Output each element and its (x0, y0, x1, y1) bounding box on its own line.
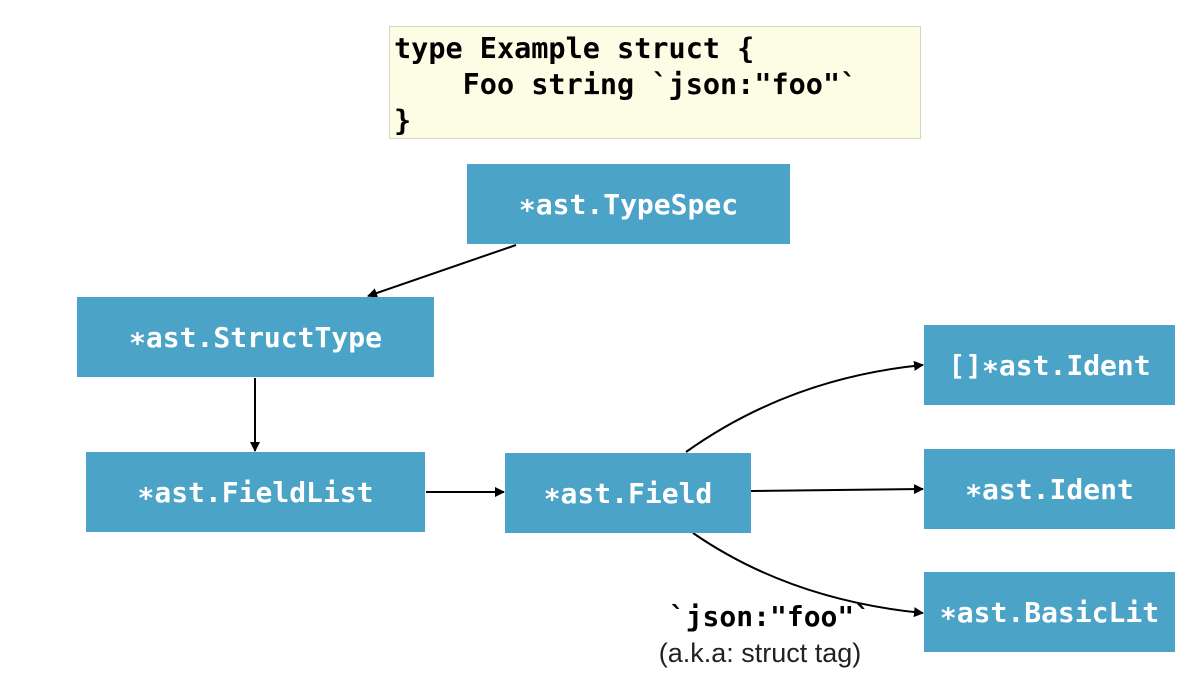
node-typespec: ∗ast.TypeSpec (467, 164, 790, 244)
edge-typespec-structtype (367, 244, 517, 298)
code-snippet-box: type Example struct { Foo string `json:"… (389, 26, 921, 139)
struct-tag-note: (a.k.a: struct tag) (658, 638, 862, 668)
node-type-ident: ∗ast.Ident (924, 449, 1175, 529)
node-field: ∗ast.Field (505, 453, 751, 533)
code-line-3: } (394, 104, 412, 137)
code-line-1: type Example struct { (394, 32, 755, 65)
edge-field-basiclit (692, 532, 924, 618)
code-line-2: Foo string `json:"foo"` (394, 68, 858, 101)
edge-field-names (685, 360, 924, 453)
node-basiclit: ∗ast.BasicLit (924, 572, 1175, 652)
struct-tag-code-label: `json:"foo"` (668, 600, 872, 633)
edge-field-type-ident (750, 484, 924, 495)
node-fieldlist: ∗ast.FieldList (86, 452, 425, 532)
node-structtype: ∗ast.StructType (77, 297, 434, 377)
node-names-ident-list: []∗ast.Ident (924, 325, 1175, 405)
